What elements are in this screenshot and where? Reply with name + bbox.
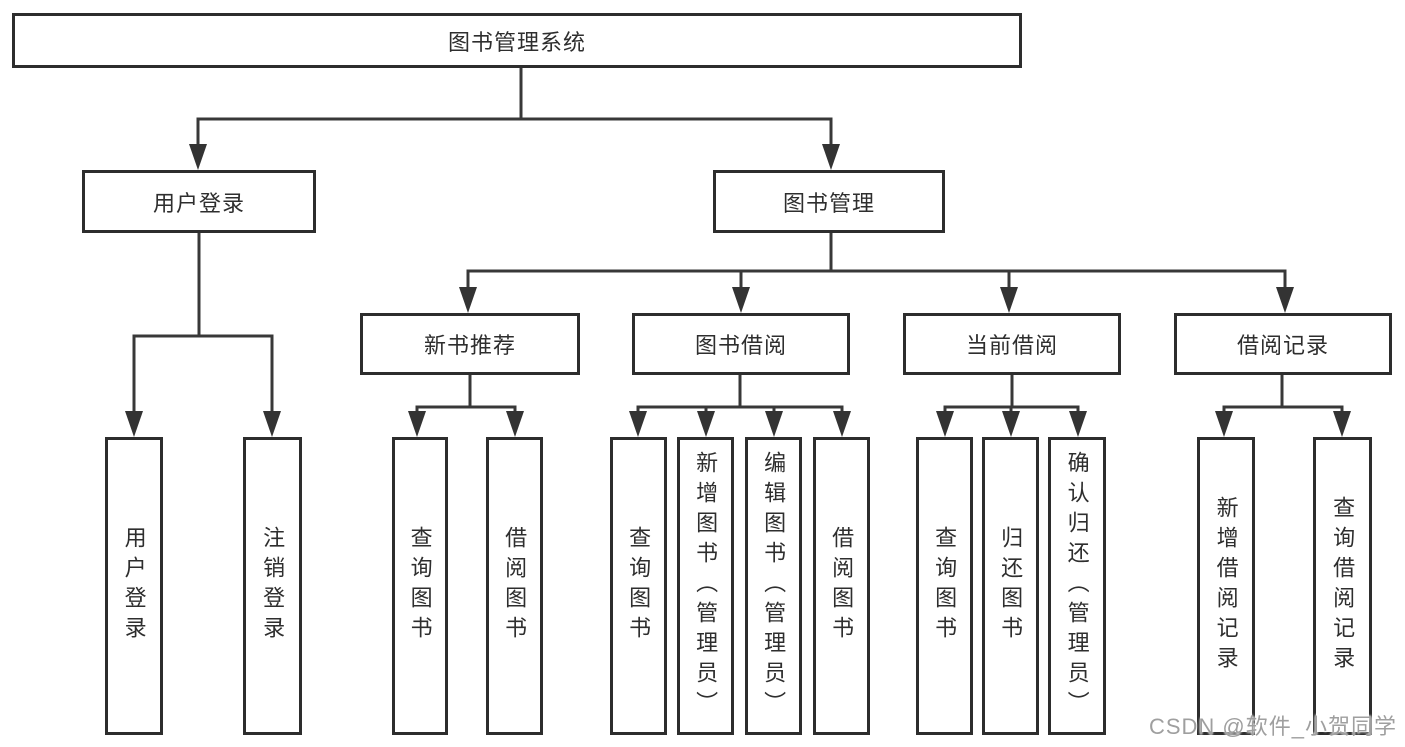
node-label: 借阅图书 xyxy=(502,526,528,646)
node-user-login: 用户登录 xyxy=(82,170,316,233)
node-label: 借阅记录 xyxy=(1236,333,1329,358)
csdn-watermark: CSDN @软件_小贺同学 xyxy=(1148,714,1397,739)
node-label: 查询借阅记录 xyxy=(1330,496,1356,676)
node-label: 图书管理 xyxy=(782,190,875,216)
node-label: 图书借阅 xyxy=(694,333,787,358)
node-label: 查询图书 xyxy=(626,526,652,646)
node-label: 用户登录 xyxy=(152,190,245,216)
leaf-query-borrow-record: 查询借阅记录 xyxy=(1313,437,1372,735)
leaf-logout: 注销登录 xyxy=(243,437,302,735)
arrow-down-icon xyxy=(1002,411,1020,437)
node-book-borrow: 图书借阅 xyxy=(632,313,850,375)
leaf-borrow-books-recommend: 借阅图书 xyxy=(486,437,543,735)
node-label: 查询图书 xyxy=(407,526,433,646)
arrow-down-icon xyxy=(833,411,851,437)
leaf-query-books-current: 查询图书 xyxy=(916,437,973,735)
leaf-query-books-recommend: 查询图书 xyxy=(392,437,448,735)
arrow-down-icon xyxy=(263,411,281,437)
arrow-down-icon xyxy=(459,287,477,313)
arrow-down-icon xyxy=(189,144,207,170)
leaf-edit-books-admin: 编辑图书（管理员） xyxy=(745,437,802,735)
arrow-down-icon xyxy=(765,411,783,437)
leaf-return-books: 归还图书 xyxy=(982,437,1039,735)
node-label: 查询图书 xyxy=(932,526,958,646)
node-label: 新书推荐 xyxy=(423,333,516,358)
arrow-down-icon xyxy=(1276,287,1294,313)
leaf-add-books-admin: 新增图书（管理员） xyxy=(677,437,734,735)
arrow-down-icon xyxy=(1069,411,1087,437)
arrow-down-icon xyxy=(1333,411,1351,437)
arrowhead-icons xyxy=(125,144,1351,437)
node-root-system: 图书管理系统 xyxy=(12,13,1022,68)
node-label: 归还图书 xyxy=(998,526,1024,646)
arrow-down-icon xyxy=(822,144,840,170)
node-label: 借阅图书 xyxy=(829,526,855,646)
arrow-down-icon xyxy=(732,287,750,313)
node-borrow-records: 借阅记录 xyxy=(1174,313,1392,375)
node-new-book-recommend: 新书推荐 xyxy=(360,313,580,375)
tree-edges xyxy=(132,68,1344,416)
node-label: 确认归还（管理员） xyxy=(1064,451,1090,721)
leaf-borrow-books: 借阅图书 xyxy=(813,437,870,735)
node-label: 当前借阅 xyxy=(965,333,1058,358)
node-label: 注销登录 xyxy=(260,526,286,646)
arrow-down-icon xyxy=(1215,411,1233,437)
leaf-add-borrow-record: 新增借阅记录 xyxy=(1197,437,1255,735)
leaf-user-login: 用户登录 xyxy=(105,437,163,735)
node-book-management: 图书管理 xyxy=(713,170,945,233)
node-label: 编辑图书（管理员） xyxy=(761,451,787,721)
node-label: 图书管理系统 xyxy=(447,29,586,55)
node-label: 用户登录 xyxy=(121,526,147,646)
leaf-confirm-return-admin: 确认归还（管理员） xyxy=(1048,437,1106,735)
node-label: 新增借阅记录 xyxy=(1213,496,1239,676)
arrow-down-icon xyxy=(125,411,143,437)
arrow-down-icon xyxy=(408,411,426,437)
node-current-borrow: 当前借阅 xyxy=(903,313,1121,375)
arrow-down-icon xyxy=(629,411,647,437)
leaf-query-books-borrow: 查询图书 xyxy=(610,437,667,735)
arrow-down-icon xyxy=(506,411,524,437)
arrow-down-icon xyxy=(697,411,715,437)
arrow-down-icon xyxy=(1000,287,1018,313)
node-label: 新增图书（管理员） xyxy=(693,451,719,721)
arrow-down-icon xyxy=(936,411,954,437)
